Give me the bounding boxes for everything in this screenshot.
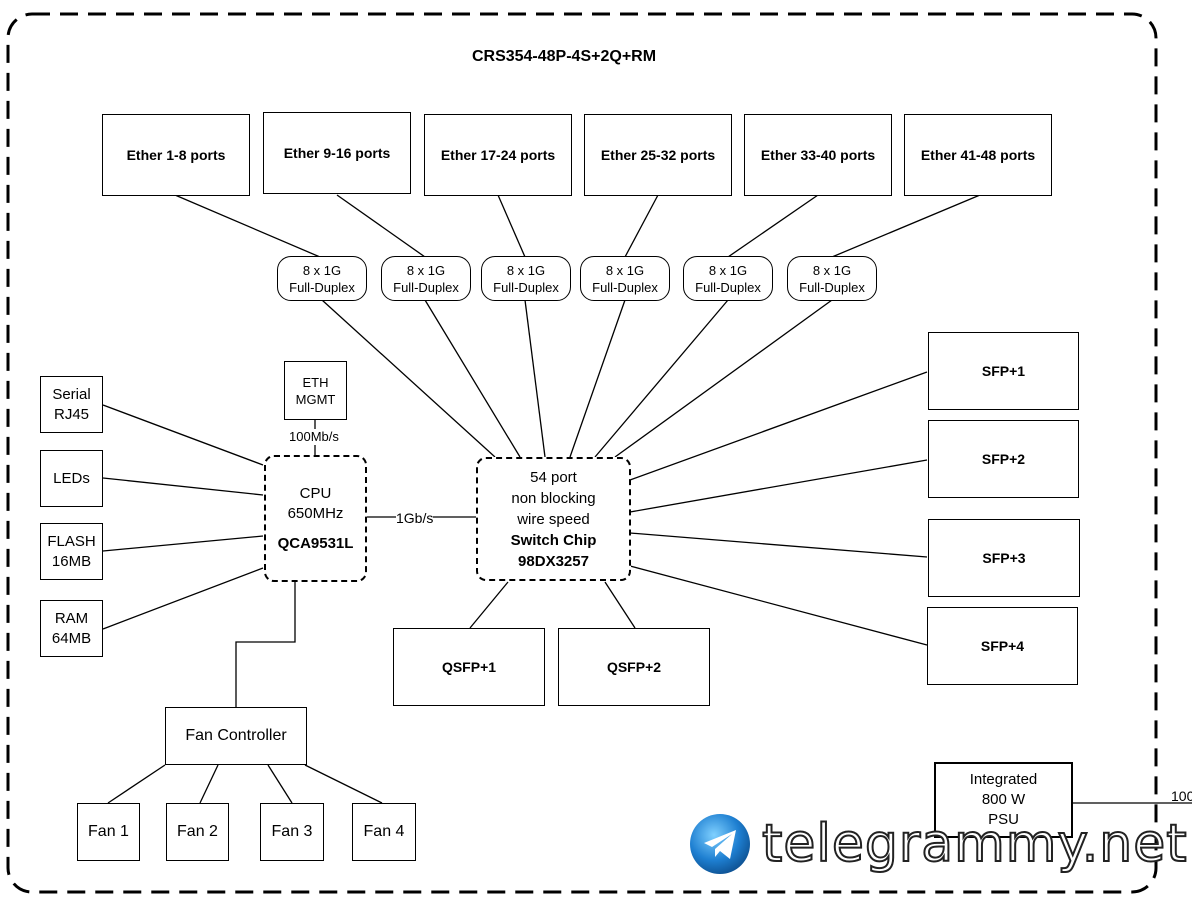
- cpu-frequency: 650MHz: [287, 504, 344, 522]
- switch-chip-box: 54 port non blocking wire speed Switch C…: [476, 457, 631, 581]
- fan-controller-box: Fan Controller: [165, 707, 307, 765]
- fan-2: Fan 2: [166, 803, 229, 861]
- cpu-link-speed: 1Gb/s: [396, 510, 434, 526]
- sfp-plus-4: SFP+4: [927, 607, 1078, 685]
- switch-chip-label: Switch Chip: [510, 531, 597, 549]
- switch-speed: wire speed: [517, 510, 590, 528]
- rj45-label: RJ45: [53, 405, 90, 423]
- psu-box: Integrated 800 W PSU: [934, 762, 1073, 838]
- duplex-speed: 8 x 1G: [302, 262, 342, 278]
- psu-label: PSU: [988, 811, 1019, 828]
- duplex-pill-4: 8 x 1G Full-Duplex: [580, 256, 670, 301]
- leds-box: LEDs: [40, 450, 103, 507]
- watermark: telegrammy.net: [688, 812, 1188, 876]
- fan-3: Fan 3: [260, 803, 324, 861]
- duplex-mode: Full-Duplex: [695, 279, 761, 295]
- serial-rj45-box: Serial RJ45: [40, 376, 103, 433]
- mgmt-label: MGMT: [295, 391, 336, 407]
- sfp-plus-3: SFP+3: [928, 519, 1080, 597]
- duplex-speed: 8 x 1G: [812, 262, 852, 278]
- duplex-mode: Full-Duplex: [592, 279, 658, 295]
- ether-ports-41-48: Ether 41-48 ports: [904, 114, 1052, 196]
- duplex-mode: Full-Duplex: [393, 279, 459, 295]
- duplex-speed: 8 x 1G: [708, 262, 748, 278]
- sfp-plus-1: SFP+1: [928, 332, 1079, 410]
- flash-label: FLASH: [47, 532, 96, 550]
- eth-label: ETH: [302, 374, 329, 390]
- switch-chip-model: 98DX3257: [518, 552, 589, 570]
- cpu-label: CPU: [299, 484, 332, 502]
- fan-4: Fan 4: [352, 803, 416, 861]
- duplex-speed: 8 x 1G: [406, 262, 446, 278]
- ram-box: RAM 64MB: [40, 600, 103, 657]
- flash-size: 16MB: [51, 552, 92, 570]
- sfp-plus-2: SFP+2: [928, 420, 1079, 498]
- qsfp-plus-2: QSFP+2: [558, 628, 710, 706]
- duplex-pill-5: 8 x 1G Full-Duplex: [683, 256, 773, 301]
- duplex-pill-3: 8 x 1G Full-Duplex: [481, 256, 571, 301]
- psu-integrated-label: Integrated: [969, 771, 1038, 788]
- cpu-model: QCA9531L: [277, 534, 354, 552]
- duplex-mode: Full-Duplex: [799, 279, 865, 295]
- outer-enclosure: [6, 12, 1158, 894]
- duplex-pill-1: 8 x 1G Full-Duplex: [277, 256, 367, 301]
- duplex-mode: Full-Duplex: [289, 279, 355, 295]
- watermark-text: telegrammy.net: [761, 813, 1188, 875]
- duplex-speed: 8 x 1G: [506, 262, 546, 278]
- psu-cut-label: 100: [1171, 788, 1192, 804]
- duplex-pill-6: 8 x 1G Full-Duplex: [787, 256, 877, 301]
- eth-mgmt-box: ETH MGMT: [284, 361, 347, 420]
- ether-ports-1-8: Ether 1-8 ports: [102, 114, 250, 196]
- switch-port-count: 54 port: [530, 468, 577, 486]
- ether-ports-17-24: Ether 17-24 ports: [424, 114, 572, 196]
- flash-box: FLASH 16MB: [40, 523, 103, 580]
- duplex-pill-2: 8 x 1G Full-Duplex: [381, 256, 471, 301]
- psu-wattage: 800 W: [981, 791, 1026, 808]
- qsfp-plus-1: QSFP+1: [393, 628, 545, 706]
- telegram-paper-plane-icon: [690, 814, 750, 874]
- mgmt-speed-label: 100Mb/s: [289, 429, 339, 445]
- ether-ports-25-32: Ether 25-32 ports: [584, 114, 732, 196]
- switch-blocking: non blocking: [511, 489, 596, 507]
- serial-label: Serial: [52, 385, 91, 403]
- ether-ports-33-40: Ether 33-40 ports: [744, 114, 892, 196]
- cpu-box: CPU 650MHz QCA9531L: [264, 455, 367, 582]
- device-title: CRS354-48P-4S+2Q+RM: [471, 48, 657, 65]
- ram-size: 64MB: [51, 629, 92, 647]
- ram-label: RAM: [54, 609, 89, 627]
- duplex-speed: 8 x 1G: [605, 262, 645, 278]
- fan-1: Fan 1: [77, 803, 140, 861]
- ether-ports-9-16: Ether 9-16 ports: [263, 112, 411, 194]
- duplex-mode: Full-Duplex: [493, 279, 559, 295]
